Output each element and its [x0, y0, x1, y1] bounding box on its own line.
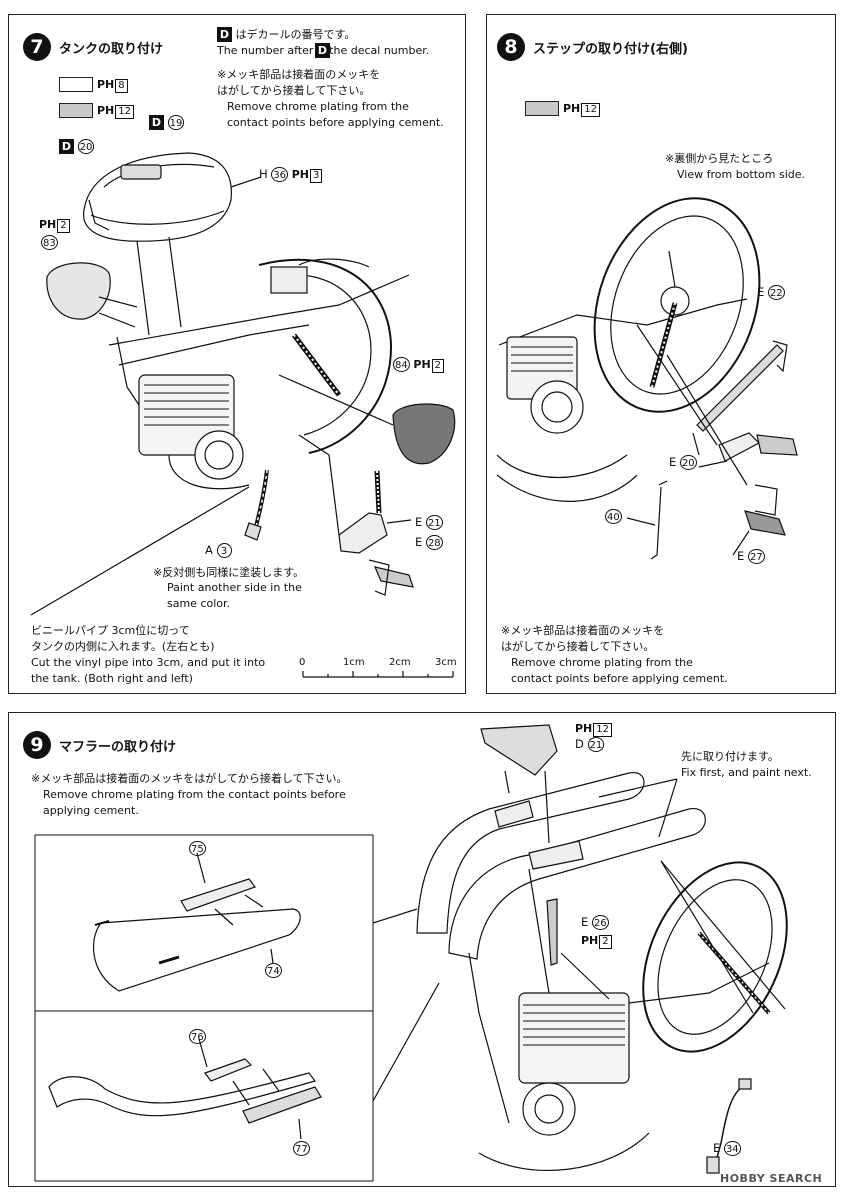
- ruler-0: 0: [299, 657, 306, 668]
- label-e22: E 22: [757, 285, 785, 300]
- step9-title: マフラーの取り付け: [59, 740, 177, 755]
- label-e21: E 21: [415, 515, 443, 530]
- label-p83: 83: [41, 235, 58, 250]
- step9-number: 9: [23, 731, 51, 759]
- step8-chrome-note-jp: ※メッキ部品は接着面のメッキを はがしてから接着して下さい。: [501, 624, 665, 653]
- step8-title: ステップの取り付け(右側): [533, 42, 688, 57]
- step9-chrome-note-en: Remove chrome plating from the contact p…: [43, 788, 346, 817]
- label-d21: D 21: [575, 737, 605, 752]
- step9-fix-note-en: Fix first, and paint next.: [681, 766, 812, 779]
- step8-number: 8: [497, 33, 525, 61]
- ruler-1cm: 1cm: [343, 657, 365, 668]
- label-p74: 74: [265, 963, 282, 978]
- step7-illustration: [30, 152, 456, 678]
- step7-opposite-note-en: Paint another side in the same color.: [167, 581, 302, 610]
- decal-note-jp: はデカールの番号です。: [235, 28, 356, 41]
- decal-marker-inline: D: [315, 43, 330, 58]
- label-a3: A 3: [205, 543, 232, 558]
- label-e34: E 34: [713, 1141, 741, 1156]
- step8-view-note-en: View from bottom side.: [677, 168, 806, 181]
- step9-chrome-note-jp: ※メッキ部品は接着面のメッキをはがしてから接着して下さい。: [31, 772, 348, 785]
- label-e28: E 28: [415, 535, 443, 550]
- swatch-white: [59, 77, 93, 92]
- label-d20: D 20: [59, 139, 95, 154]
- decal-marker: D: [217, 27, 232, 42]
- ruler-3cm: 3cm: [435, 657, 457, 668]
- step7-title: タンクの取り付け: [59, 42, 164, 57]
- label-p77: 77: [293, 1141, 310, 1156]
- step9-fix-note-jp: 先に取り付けます。: [681, 750, 779, 763]
- ruler-2cm: 2cm: [389, 657, 411, 668]
- label-e27: E 27: [737, 549, 765, 564]
- step7-panel: 7 タンクの取り付け D はデカールの番号です。 The number afte…: [8, 14, 466, 694]
- label-p40: 40: [605, 509, 622, 524]
- step9-panel: 9 マフラーの取り付け ※メッキ部品は接着面のメッキをはがしてから接着して下さい…: [8, 712, 836, 1187]
- label-e20: E 20: [669, 455, 697, 470]
- watermark: HOBBY SEARCH: [720, 1172, 823, 1185]
- step8-view-note-jp: ※裏側から見たところ: [665, 152, 774, 165]
- step7-chrome-note-jp: ※メッキ部品は接着面のメッキを はがしてから接着して下さい。: [217, 68, 381, 97]
- step7-number: 7: [23, 33, 51, 61]
- step7-opposite-note-jp: ※反対側も同様に塗装します。: [153, 566, 305, 579]
- swatch-gray: [59, 103, 93, 118]
- step8-illustration: [496, 197, 798, 560]
- step7-decal-note: D はデカールの番号です。 The number after is the de…: [217, 27, 429, 59]
- label-d19: D 19: [149, 115, 185, 130]
- step9-illustration: [34, 724, 788, 1182]
- label-p76: 76: [189, 1029, 206, 1044]
- step8-swatch-gray: [525, 101, 559, 116]
- step7-vinyl-note-jp: ビニールパイプ 3cm位に切って タンクの内側に入れます。(左右とも): [31, 624, 215, 653]
- step8-chrome-note-en: Remove chrome plating from the contact p…: [511, 656, 728, 685]
- step7-vinyl-note-en: Cut the vinyl pipe into 3cm, and put it …: [31, 656, 266, 685]
- label-e26: E 26: [581, 915, 609, 930]
- step7-chrome-note-en: Remove chrome plating from the contact p…: [227, 100, 444, 129]
